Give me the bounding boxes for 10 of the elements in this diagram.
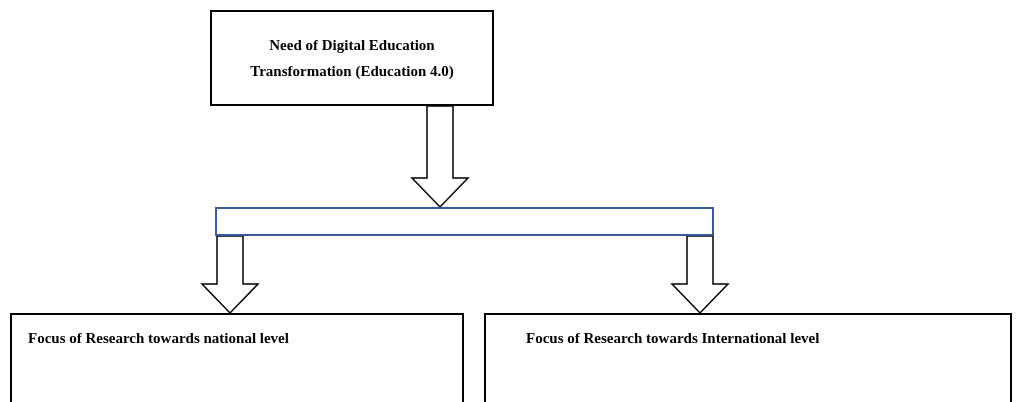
block-arrow (670, 235, 730, 315)
box-label: Need of Digital Education Transformation (Education 4.0) (249, 36, 455, 81)
text-box (484, 313, 1012, 402)
connector-bar (215, 207, 714, 236)
box-label: Focus of Research towards national level (28, 329, 290, 348)
block-arrow (200, 235, 260, 315)
text-box (10, 313, 464, 402)
box-label: Focus of Research towards International level (526, 329, 821, 348)
text-box (210, 10, 494, 106)
block-arrow (410, 105, 470, 209)
